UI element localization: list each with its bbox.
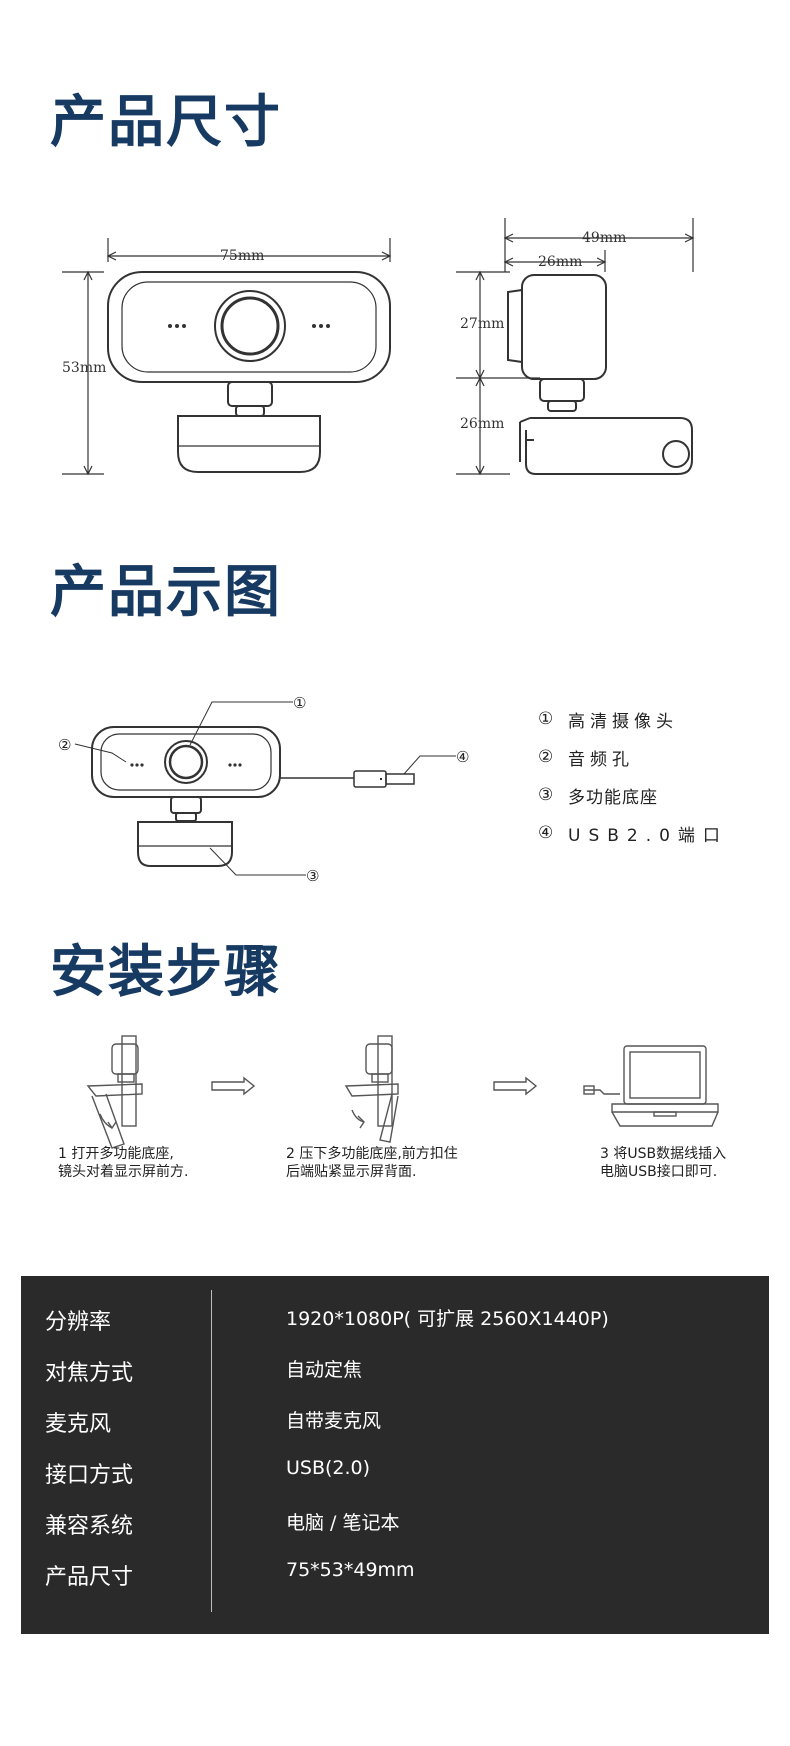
legend-label: 高清摄像头 xyxy=(568,711,678,732)
side-camera-height-label: 27mm xyxy=(460,316,504,332)
legend-num: ① xyxy=(538,709,554,729)
callout-2: ② xyxy=(58,736,71,754)
install-step-3-line1: 3 将USB数据线插入 xyxy=(600,1146,727,1162)
legend-label: 多功能底座 xyxy=(568,787,658,808)
legend-num: ③ xyxy=(538,785,554,805)
install-step-3: 3 将USB数据线插入 电脑USB接口即可. xyxy=(600,1145,726,1181)
legend-label: 音频孔 xyxy=(568,749,634,770)
callout-3: ③ xyxy=(306,867,319,885)
spec-value: 自带麦克风 xyxy=(286,1410,382,1432)
section-title-diagram: 产品示图 xyxy=(50,560,282,625)
callout-4: ④ xyxy=(456,748,469,766)
legend-num: ② xyxy=(538,747,554,767)
spec-row-size: 产品尺寸 75*53*49mm xyxy=(21,1549,769,1600)
spec-label: 分辨率 xyxy=(45,1310,112,1335)
spec-row-focus: 对焦方式 自动定焦 xyxy=(21,1345,769,1396)
front-view-drawing: 75mm 53mm 49mm 26mm 27mm 26mm xyxy=(62,218,695,476)
spec-value: 75*53*49mm xyxy=(286,1559,415,1581)
side-camera-depth-label: 26mm xyxy=(538,254,582,270)
front-height-label: 53mm xyxy=(62,360,106,376)
spec-divider xyxy=(211,1290,212,1612)
product-diagram: ① ② ③ ④ xyxy=(58,694,469,885)
install-step-3-line2: 电脑USB接口即可. xyxy=(600,1164,718,1180)
spec-row-microphone: 麦克风 自带麦克风 xyxy=(21,1396,769,1447)
spec-label: 接口方式 xyxy=(45,1463,134,1488)
spec-value: 自动定焦 xyxy=(286,1359,363,1381)
spec-value: 电脑 / 笔记本 xyxy=(286,1512,400,1534)
spec-value: USB(2.0) xyxy=(286,1457,371,1479)
section-title-install: 安装步骤 xyxy=(50,940,282,1005)
install-steps-drawing xyxy=(86,1035,719,1149)
install-step-1: 1 打开多功能底座, 镜头对着显示屏前方. xyxy=(58,1145,188,1181)
install-step-1-line1: 1 打开多功能底座, xyxy=(58,1146,174,1162)
spec-value: 1920*1080P( 可扩展 2560X1440P) xyxy=(286,1308,609,1330)
spec-row-compatibility: 兼容系统 电脑 / 笔记本 xyxy=(21,1498,769,1549)
spec-label: 对焦方式 xyxy=(45,1361,134,1386)
legend-item: ④ USB2.0端口 xyxy=(538,814,728,852)
side-base-height-label: 26mm xyxy=(460,416,504,432)
spec-label: 产品尺寸 xyxy=(45,1565,134,1590)
install-step-1-line2: 镜头对着显示屏前方. xyxy=(58,1164,189,1180)
spec-row-resolution: 分辨率 1920*1080P( 可扩展 2560X1440P) xyxy=(21,1294,769,1345)
side-total-depth-label: 49mm xyxy=(582,230,626,246)
spec-row-interface: 接口方式 USB(2.0) xyxy=(21,1447,769,1498)
section-title-dimensions: 产品尺寸 xyxy=(50,90,282,155)
legend-item: ② 音频孔 xyxy=(538,738,728,776)
front-width-label: 75mm xyxy=(220,248,264,264)
install-step-2-line2: 后端贴紧显示屏背面. xyxy=(286,1164,417,1180)
spec-panel: 分辨率 1920*1080P( 可扩展 2560X1440P) 对焦方式 自动定… xyxy=(21,1276,769,1634)
install-step-2-line1: 2 压下多功能底座,前方扣住 xyxy=(286,1146,458,1162)
legend-item: ① 高清摄像头 xyxy=(538,700,728,738)
spec-label: 兼容系统 xyxy=(45,1514,134,1539)
diagram-legend: ① 高清摄像头 ② 音频孔 ③ 多功能底座 ④ USB2.0端口 xyxy=(538,700,728,852)
legend-label: USB2.0端口 xyxy=(568,825,728,846)
callout-1: ① xyxy=(293,694,306,712)
spec-label: 麦克风 xyxy=(45,1412,112,1437)
legend-item: ③ 多功能底座 xyxy=(538,776,728,814)
install-step-2: 2 压下多功能底座,前方扣住 后端贴紧显示屏背面. xyxy=(286,1145,458,1181)
legend-num: ④ xyxy=(538,823,554,843)
